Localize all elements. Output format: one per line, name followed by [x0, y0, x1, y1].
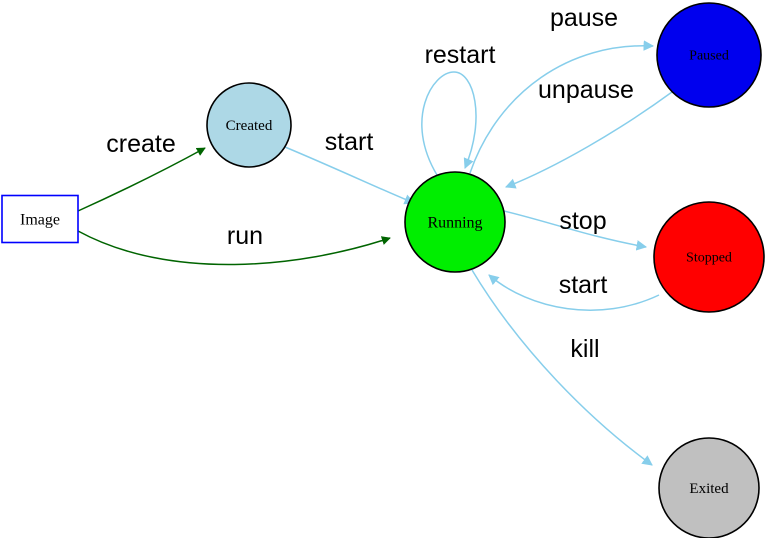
node-shape-image — [1, 194, 79, 244]
edge-label-restart: restart — [425, 41, 496, 69]
node-label-paused: Paused — [689, 49, 729, 64]
node-paused[interactable]: Paused — [656, 2, 762, 108]
edge-label-pause: pause — [550, 4, 618, 32]
edge-label-stop: stop — [559, 207, 606, 235]
edge-label-kill: kill — [570, 335, 599, 363]
edge-kill — [471, 269, 653, 466]
edge-label-create: create — [106, 130, 175, 158]
node-exited[interactable]: Exited — [658, 437, 760, 538]
edge-start-created — [284, 146, 415, 205]
edge-label-run: run — [227, 222, 263, 250]
node-running[interactable]: Running — [404, 171, 506, 273]
node-shape-stopped — [653, 201, 765, 313]
edge-run — [77, 230, 391, 266]
node-label-stopped: Stopped — [686, 251, 732, 266]
node-label-created: Created — [226, 118, 273, 134]
edge-label-start-created: start — [325, 128, 374, 156]
edge-create — [77, 147, 206, 212]
node-shape-created — [206, 82, 292, 168]
edge-unpause — [505, 91, 673, 189]
node-image[interactable]: Image — [1, 194, 79, 244]
node-shape-exited — [658, 437, 760, 538]
edges-layer — [77, 40, 673, 466]
node-shape-paused — [656, 2, 762, 108]
node-stopped[interactable]: Stopped — [653, 201, 765, 313]
edge-start-stopped — [488, 274, 660, 311]
node-label-running: Running — [427, 215, 482, 232]
edge-labels-layer: create run start pause unpause restart stop sta… — [106, 4, 634, 363]
node-created[interactable]: Created — [206, 82, 292, 168]
edge-stop — [503, 210, 648, 251]
edge-restart — [421, 71, 477, 176]
edge-label-start-stopped: start — [559, 271, 608, 299]
node-label-exited: Exited — [689, 481, 729, 497]
edge-label-unpause: unpause — [538, 76, 634, 104]
node-label-image: Image — [20, 212, 60, 229]
edge-pause — [469, 40, 655, 174]
node-shape-running — [404, 171, 506, 273]
